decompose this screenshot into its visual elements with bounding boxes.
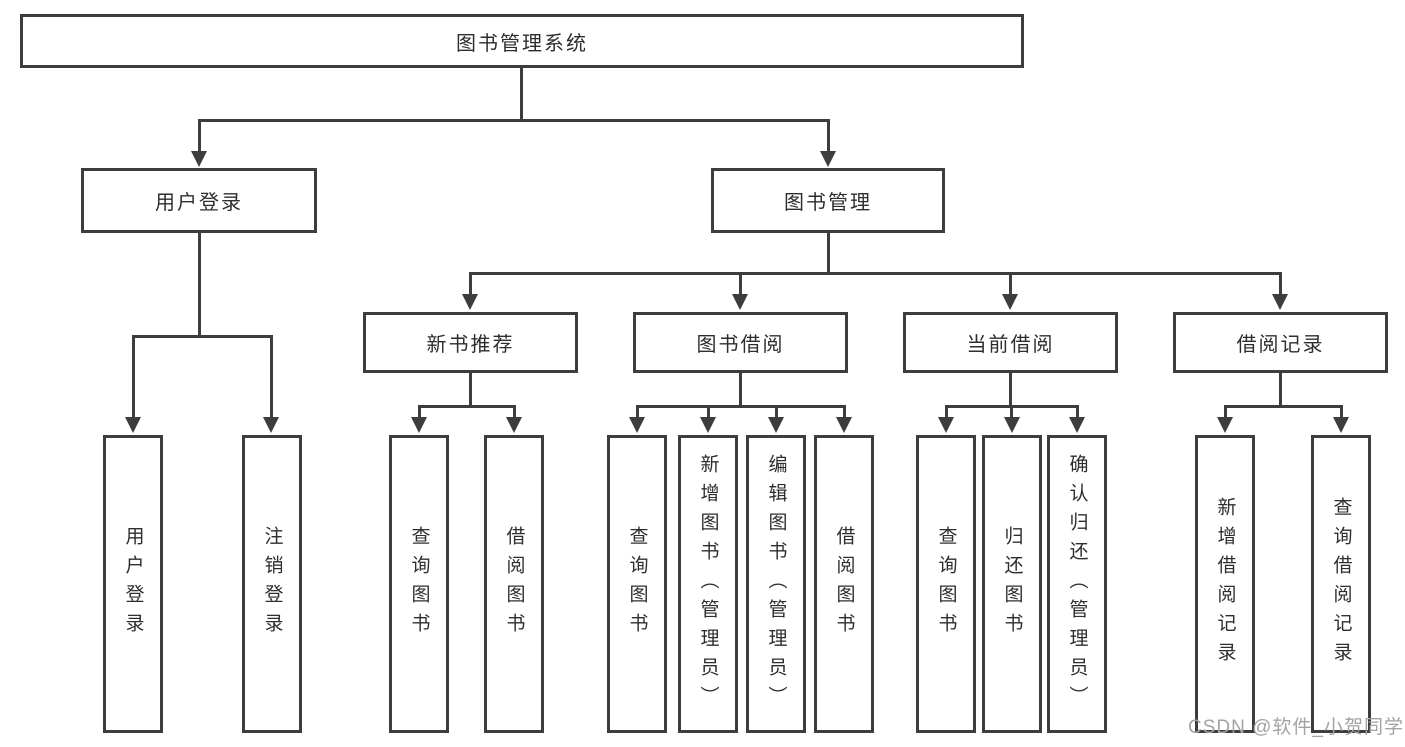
node-current-borrow-label: 当前借阅 (966, 334, 1055, 356)
node-leaf-bb-query-books-label: 查询图书 (626, 526, 648, 642)
node-leaf-user-login-label: 用户登录 (122, 526, 144, 642)
connector-new-book-drop (469, 272, 472, 295)
connector-bb-group-hline (636, 405, 846, 408)
node-leaf-cb-confirm-return-label: 确认归还（管理员） (1066, 453, 1088, 715)
arrowhead-book-mgmt (820, 151, 836, 167)
connector-br-child2-drop (1340, 405, 1343, 418)
node-leaf-br-add-record-label: 新增借阅记录 (1214, 497, 1236, 671)
connector-user-branch-hline (132, 335, 273, 338)
node-current-borrow: 当前借阅 (903, 312, 1118, 373)
node-leaf-bb-edit-books: 编辑图书（管理员） (746, 435, 806, 733)
connector-current-drop (1009, 272, 1012, 295)
arrowhead-bb-query (629, 417, 645, 433)
arrowhead-cb-confirm (1069, 417, 1085, 433)
connector-level3-hline (469, 272, 1282, 275)
node-leaf-logout: 注销登录 (242, 435, 302, 733)
node-leaf-bb-add-books: 新增图书（管理员） (678, 435, 738, 733)
arrowhead-bb-borrow (836, 417, 852, 433)
node-leaf-rec-query-books-label: 查询图书 (408, 526, 430, 642)
connector-bb-child1-drop (636, 405, 639, 418)
node-borrow-records-label: 借阅记录 (1236, 334, 1325, 356)
node-leaf-user-login: 用户登录 (103, 435, 163, 733)
connector-leaf-logout-drop (270, 335, 273, 418)
connector-rec-group-drop (469, 373, 472, 406)
connector-bb-child2-drop (707, 405, 710, 418)
connector-rec-group-hline (418, 405, 516, 408)
node-root: 图书管理系统 (20, 14, 1024, 68)
arrowhead-cb-return (1004, 417, 1020, 433)
node-book-borrow: 图书借阅 (633, 312, 848, 373)
node-leaf-bb-add-books-label: 新增图书（管理员） (697, 453, 719, 715)
connector-root-drop (520, 68, 523, 120)
connector-level2-hline (198, 119, 830, 122)
node-leaf-cb-return-books: 归还图书 (982, 435, 1042, 733)
connector-bb-child4-drop (843, 405, 846, 418)
connector-rec-child2-drop (513, 405, 516, 418)
node-user-login-label: 用户登录 (155, 192, 243, 214)
node-leaf-logout-label: 注销登录 (261, 526, 283, 642)
arrowhead-rec-query (411, 417, 427, 433)
node-book-mgmt-label: 图书管理 (784, 192, 872, 214)
node-leaf-cb-query-books-label: 查询图书 (935, 526, 957, 642)
node-root-label: 图书管理系统 (456, 32, 588, 55)
connector-cb-child3-drop (1076, 405, 1079, 418)
node-borrow-records: 借阅记录 (1173, 312, 1388, 373)
arrowhead-br-query (1333, 417, 1349, 433)
connector-cb-child2-drop (1010, 405, 1013, 418)
arrowhead-book-borrow (732, 294, 748, 310)
arrowhead-leaf-user-login (125, 417, 141, 433)
connector-cb-child1-drop (945, 405, 948, 418)
connector-br-child1-drop (1224, 405, 1227, 418)
arrowhead-user-login (191, 151, 207, 167)
arrowhead-cb-query (938, 417, 954, 433)
arrowhead-leaf-logout (263, 417, 279, 433)
node-leaf-cb-confirm-return: 确认归还（管理员） (1047, 435, 1107, 733)
arrowhead-new-book-rec (462, 294, 478, 310)
connector-book-mgmt-down (827, 233, 830, 274)
arrowhead-bb-add (700, 417, 716, 433)
connector-br-group-hline (1224, 405, 1343, 408)
node-book-borrow-label: 图书借阅 (696, 334, 785, 356)
node-leaf-bb-borrow-books: 借阅图书 (814, 435, 874, 733)
connector-user-login-drop (198, 119, 201, 152)
connector-book-mgmt-drop (827, 119, 830, 152)
node-leaf-rec-borrow-books: 借阅图书 (484, 435, 544, 733)
node-leaf-br-add-record: 新增借阅记录 (1195, 435, 1255, 733)
node-leaf-br-query-record-label: 查询借阅记录 (1330, 497, 1352, 671)
connector-bb-group-drop (739, 373, 742, 406)
node-leaf-cb-return-books-label: 归还图书 (1001, 526, 1023, 642)
node-leaf-cb-query-books: 查询图书 (916, 435, 976, 733)
arrowhead-current-borrow (1002, 294, 1018, 310)
node-leaf-bb-edit-books-label: 编辑图书（管理员） (765, 453, 787, 715)
csdn-watermark: CSDN @软件_小贺同学 (1188, 717, 1404, 738)
connector-bb-child3-drop (775, 405, 778, 418)
node-user-login: 用户登录 (81, 168, 317, 233)
connector-borrow-drop (739, 272, 742, 295)
connector-leaf-user-login-drop (132, 335, 135, 418)
connector-user-branch-drop (198, 233, 201, 338)
arrowhead-br-add (1217, 417, 1233, 433)
node-leaf-rec-borrow-books-label: 借阅图书 (503, 526, 525, 642)
node-leaf-rec-query-books: 查询图书 (389, 435, 449, 733)
arrowhead-borrow-records (1272, 294, 1288, 310)
connector-br-group-drop (1279, 373, 1282, 406)
node-new-book-rec: 新书推荐 (363, 312, 578, 373)
node-leaf-bb-query-books: 查询图书 (607, 435, 667, 733)
node-leaf-bb-borrow-books-label: 借阅图书 (833, 526, 855, 642)
node-leaf-br-query-record: 查询借阅记录 (1311, 435, 1371, 733)
node-book-mgmt: 图书管理 (711, 168, 945, 233)
arrowhead-bb-edit (768, 417, 784, 433)
node-new-book-rec-label: 新书推荐 (426, 334, 515, 356)
connector-rec-child1-drop (418, 405, 421, 418)
connector-records-drop (1279, 272, 1282, 295)
connector-cb-group-drop (1009, 373, 1012, 406)
arrowhead-rec-borrow (506, 417, 522, 433)
